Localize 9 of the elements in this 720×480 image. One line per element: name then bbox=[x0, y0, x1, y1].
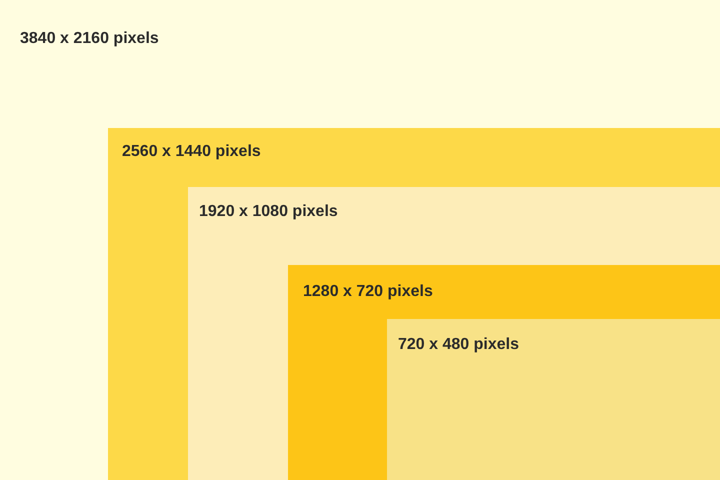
resolution-label: 3840 x 2160 pixels bbox=[20, 29, 159, 48]
resolution-label: 720 x 480 pixels bbox=[398, 335, 519, 354]
resolution-area bbox=[108, 128, 720, 480]
resolution-label: 2560 x 1440 pixels bbox=[122, 142, 261, 161]
resolution-label: 1280 x 720 pixels bbox=[303, 282, 433, 301]
resolution-area bbox=[387, 319, 720, 480]
resolution-label: 1920 x 1080 pixels bbox=[199, 202, 338, 221]
resolution-area bbox=[288, 265, 720, 480]
resolution-area bbox=[188, 187, 720, 480]
